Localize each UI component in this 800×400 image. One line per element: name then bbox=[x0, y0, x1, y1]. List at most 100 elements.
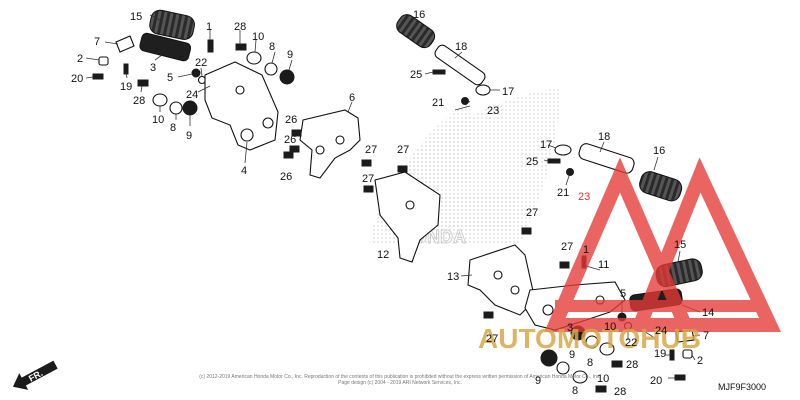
callout-26-b: 26 bbox=[284, 134, 296, 146]
callout-7: 7 bbox=[94, 36, 100, 48]
watermark-bar bbox=[555, 300, 765, 312]
callout-14: 14 bbox=[702, 307, 714, 319]
callout-10-right: 10 bbox=[604, 321, 616, 333]
callout-8-b: 8 bbox=[170, 122, 176, 134]
plate-12 bbox=[374, 171, 441, 263]
bolt-20-left bbox=[92, 73, 104, 80]
bolt-27-b bbox=[397, 165, 408, 173]
watermark-text: AUTOMOTOHUB bbox=[478, 323, 701, 354]
rubber-9-left-low bbox=[182, 100, 198, 116]
callout-27-d: 27 bbox=[526, 207, 538, 219]
step-holder-hole-3 bbox=[235, 85, 245, 95]
callout-21-right: 21 bbox=[557, 187, 569, 199]
callout-27-f: 27 bbox=[486, 333, 498, 345]
pin-1-left bbox=[207, 39, 214, 53]
callout-20: 20 bbox=[71, 73, 83, 85]
callout-16-top: 16 bbox=[413, 9, 425, 21]
sleeve-left bbox=[98, 56, 109, 66]
bolt-27-c bbox=[363, 185, 374, 193]
washer-8-left-low bbox=[169, 101, 183, 115]
callout-28-b: 28 bbox=[133, 95, 145, 107]
callout-18-right: 18 bbox=[598, 131, 610, 143]
bolt-28-right-b bbox=[595, 385, 607, 393]
bracket-13 bbox=[467, 244, 536, 316]
callout-27-c: 27 bbox=[362, 173, 374, 185]
callout-3: 3 bbox=[150, 62, 156, 74]
pin-21-top bbox=[461, 97, 469, 105]
collar-10-left-top bbox=[246, 51, 262, 65]
callout-5-right: 5 bbox=[620, 288, 626, 300]
callout-4: 4 bbox=[241, 165, 247, 177]
callout-23-right: 23 bbox=[578, 191, 590, 203]
step-holder-hole-1 bbox=[240, 128, 254, 142]
bolt-27-d bbox=[521, 227, 532, 235]
callout-19: 19 bbox=[120, 81, 132, 93]
passenger-peg-top bbox=[396, 14, 491, 111]
rubber-9-right-b bbox=[540, 349, 558, 367]
callout-24-right: 24 bbox=[655, 325, 667, 337]
callout-27-b: 27 bbox=[397, 144, 409, 156]
callout-8-right: 8 bbox=[587, 357, 593, 369]
bolt-28-left-low bbox=[137, 79, 149, 87]
callout-26-c: 26 bbox=[280, 171, 292, 183]
peg-18-right bbox=[578, 143, 635, 174]
callout-3-right: 3 bbox=[567, 322, 573, 334]
bracket-13-hole-1 bbox=[493, 270, 503, 280]
bolt-27-e bbox=[559, 261, 570, 269]
callout-11: 11 bbox=[598, 259, 609, 271]
clip-left bbox=[115, 35, 135, 53]
watermark bbox=[544, 157, 781, 332]
peg-rubber-16-right bbox=[639, 171, 683, 202]
footpeg-rubber-left bbox=[149, 9, 195, 40]
sleeve-2-right bbox=[682, 349, 693, 359]
callout-22: 22 bbox=[195, 57, 207, 69]
callout-17-top: 17 bbox=[502, 86, 514, 98]
front-arrow-icon bbox=[12, 360, 58, 390]
bracket-13-hole-2 bbox=[510, 285, 520, 295]
left-footpeg-assembly bbox=[92, 9, 295, 151]
bolt-26-b bbox=[289, 145, 300, 153]
callout-21-top: 21 bbox=[432, 97, 444, 109]
callout-16-right: 16 bbox=[653, 145, 665, 157]
bolt-28-right-a bbox=[611, 360, 623, 368]
callout-20-right: 20 bbox=[650, 375, 662, 387]
callout-1: 1 bbox=[206, 21, 212, 33]
callout-8-right-b: 8 bbox=[572, 385, 578, 397]
callout-13: 13 bbox=[447, 271, 459, 283]
front-direction-indicator: FR. bbox=[12, 360, 58, 390]
rubber-9-left-top bbox=[279, 69, 295, 85]
spring-5-left bbox=[191, 68, 201, 78]
callout-26-a: 26 bbox=[285, 114, 297, 126]
callout-7-right: 7 bbox=[703, 330, 709, 342]
callout-27-a: 27 bbox=[365, 144, 377, 156]
collar-10-left-low bbox=[152, 93, 168, 107]
watermark-triangle-left bbox=[544, 157, 696, 332]
callout-8: 8 bbox=[269, 41, 275, 53]
bolt-20-right bbox=[674, 374, 686, 381]
callout-12: 12 bbox=[377, 249, 389, 261]
callout-2: 2 bbox=[77, 53, 83, 65]
peg-18-top bbox=[434, 44, 486, 86]
callout-27-e: 27 bbox=[561, 241, 573, 253]
bolt-28-left-top bbox=[235, 43, 247, 51]
pin-21-right bbox=[566, 168, 574, 176]
collar-10-right-a bbox=[599, 342, 615, 356]
callout-15: 15 bbox=[130, 11, 142, 23]
callout-10: 10 bbox=[252, 31, 264, 43]
step-holder-4 bbox=[204, 61, 279, 151]
callout-6: 6 bbox=[349, 92, 355, 104]
callout-9: 9 bbox=[287, 49, 293, 61]
bracket-6 bbox=[299, 109, 361, 179]
bolt-26-c bbox=[283, 151, 294, 159]
copyright-text-2: Page design (c) 2004 - 2019 ARI Network … bbox=[338, 380, 462, 386]
washer-8-right-b bbox=[556, 361, 570, 375]
bolt-27-f bbox=[483, 311, 494, 319]
bolt-27-a bbox=[361, 159, 372, 167]
footpeg-left bbox=[139, 32, 192, 62]
washer-17-top bbox=[475, 84, 491, 96]
bracket-6-hole-1 bbox=[335, 135, 345, 145]
callout-19-right: 19 bbox=[654, 348, 666, 360]
callout-2-right: 2 bbox=[697, 355, 703, 367]
